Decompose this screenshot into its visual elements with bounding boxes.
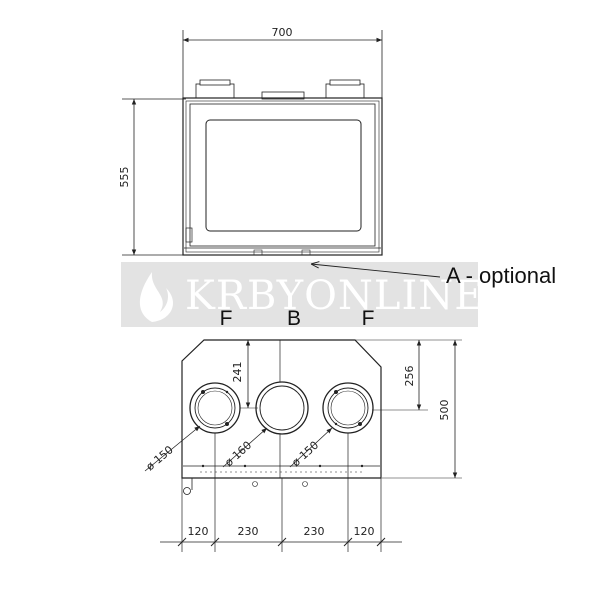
letter-b: B xyxy=(287,307,301,330)
spacing-label-4: 120 xyxy=(354,525,375,538)
right-depth-dimension: 256 xyxy=(355,339,428,411)
pipe-left-label: ø 150 xyxy=(144,443,176,473)
pipe-middle xyxy=(255,381,309,435)
spacing-dimension xyxy=(160,433,402,552)
front-height-dimension: 555 xyxy=(118,98,186,256)
pipe-left xyxy=(189,382,241,434)
optional-label: A - optional xyxy=(446,263,556,288)
front-view: 700 555 xyxy=(118,26,383,256)
total-depth-label: 500 xyxy=(438,400,451,421)
spacing-label-3: 230 xyxy=(304,525,325,538)
front-width-label: 700 xyxy=(272,26,293,39)
top-collars xyxy=(195,79,365,100)
top-view: F B F xyxy=(144,307,462,552)
watermark-text: KRBYONLINE xyxy=(185,273,484,319)
spacing-label-2: 230 xyxy=(238,525,259,538)
letter-f-left: F xyxy=(220,307,233,330)
spacing-label-1: 120 xyxy=(188,525,209,538)
watermark: KRBYONLINE xyxy=(121,262,484,327)
front-height-label: 555 xyxy=(118,167,131,188)
glass-door xyxy=(205,119,362,232)
flame-logo-icon xyxy=(139,272,174,322)
total-depth-dimension: 500 xyxy=(382,339,462,479)
left-depth-dimension: 241 xyxy=(231,340,258,409)
right-depth-label: 256 xyxy=(403,366,416,387)
pipe-right xyxy=(322,382,374,434)
front-width-dimension: 700 xyxy=(182,26,383,98)
optional-annotation: A - optional xyxy=(311,263,556,288)
letter-f-right: F xyxy=(362,307,375,330)
fireplace-front-body xyxy=(182,97,383,256)
left-depth-label: 241 xyxy=(231,362,244,383)
